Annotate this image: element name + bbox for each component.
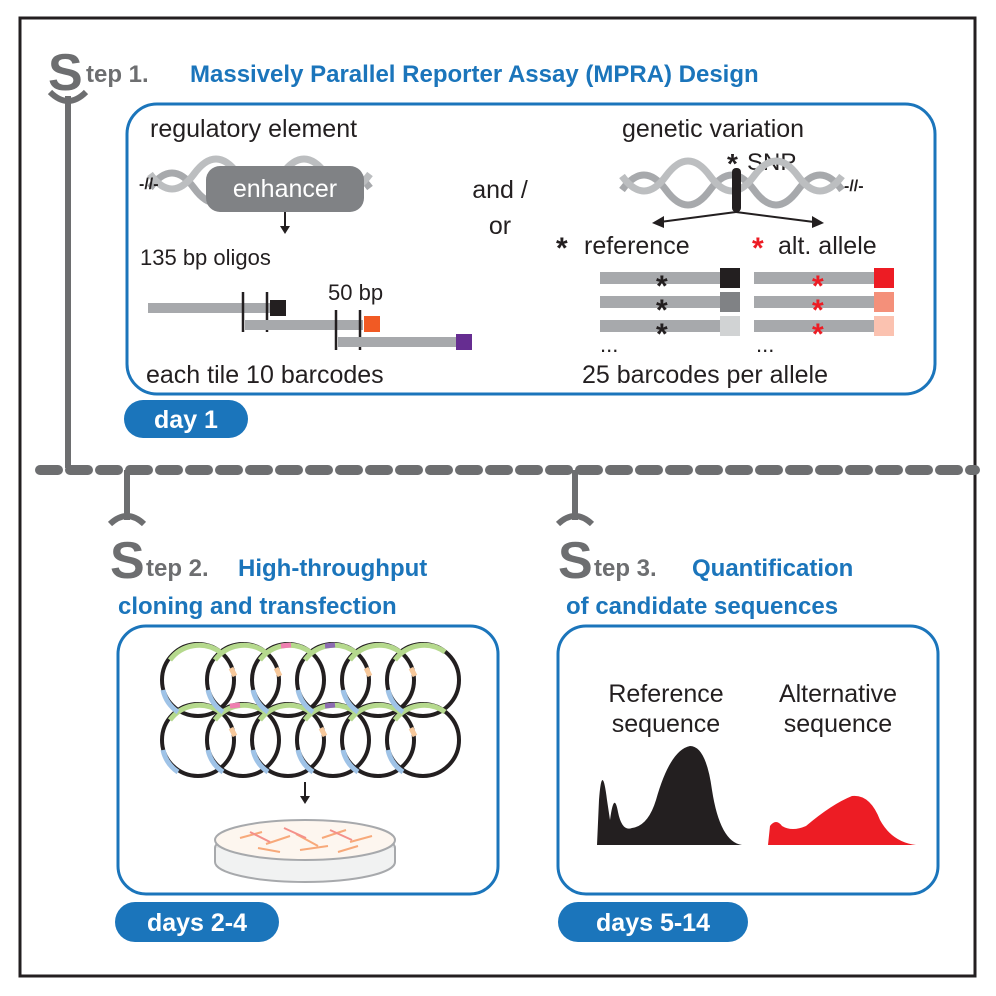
step3-header: S tep 3. Quantification of candidate seq… bbox=[555, 513, 853, 620]
svg-text:*: * bbox=[812, 294, 824, 327]
barcodes-per-allele-label: 25 barcodes per allele bbox=[582, 361, 828, 389]
step3-title-line1: Quantification bbox=[692, 555, 853, 582]
step3-panel bbox=[556, 624, 940, 896]
day1-label: day 1 bbox=[154, 406, 218, 434]
connector-line2: or bbox=[489, 212, 511, 240]
regulatory-element-label: regulatory element bbox=[150, 115, 357, 143]
svg-text:*: * bbox=[812, 270, 824, 303]
oligo-tiles bbox=[148, 292, 472, 350]
reference-sequence-line1: Reference bbox=[608, 680, 723, 708]
step2-title-line2: cloning and transfection bbox=[118, 593, 397, 620]
days2-4-badge bbox=[115, 902, 279, 942]
alt-barcode-bars: * * * bbox=[754, 268, 894, 351]
plasmid-library-icon bbox=[160, 642, 461, 778]
svg-text:-//-: -//- bbox=[139, 176, 159, 193]
step1-header: S tep 1. Massively Parallel Reporter Ass… bbox=[47, 44, 759, 104]
svg-text:*: * bbox=[656, 318, 668, 351]
genetic-variation-label: genetic variation bbox=[622, 115, 804, 143]
outer-frame bbox=[18, 16, 977, 978]
step3-letter: S bbox=[558, 532, 593, 590]
day1-badge bbox=[124, 400, 248, 438]
reference-barcode-bars: * * * bbox=[600, 268, 740, 351]
reference-sequence-line2: sequence bbox=[612, 710, 720, 738]
reference-label: reference bbox=[584, 232, 690, 260]
snp-asterisk-icon: * bbox=[727, 148, 738, 179]
tile-barcodes-label: each tile 10 barcodes bbox=[146, 361, 384, 389]
petri-dish-icon bbox=[214, 819, 396, 883]
step2-header: S tep 2. High-throughput cloning and tra… bbox=[107, 513, 427, 620]
snp-marker bbox=[732, 168, 741, 212]
bp-label: 50 bp bbox=[328, 280, 383, 305]
enhancer-label: enhancer bbox=[233, 175, 337, 203]
step3-hook-icon bbox=[555, 513, 595, 527]
days5-14-badge bbox=[558, 902, 748, 942]
step1-prefix: tep 1. bbox=[86, 61, 149, 88]
alt-asterisk-icon: * bbox=[752, 232, 764, 265]
step3-prefix: tep 3. bbox=[594, 555, 657, 582]
snp-split-arrows-icon bbox=[652, 211, 824, 228]
dna-helix-right-icon: -//- bbox=[619, 157, 864, 209]
step2-title-line1: High-throughput bbox=[238, 555, 427, 582]
alt-ellipsis: ... bbox=[756, 332, 774, 357]
alt-allele-label: alt. allele bbox=[778, 232, 877, 260]
step2-panel bbox=[116, 624, 500, 896]
svg-text:*: * bbox=[812, 318, 824, 351]
enhancer-box bbox=[206, 166, 364, 212]
days5-14-label: days 5-14 bbox=[596, 909, 710, 937]
down-arrow-icon bbox=[300, 782, 310, 804]
alternative-sequence-line2: sequence bbox=[784, 710, 892, 738]
reference-asterisk-icon: * bbox=[556, 232, 568, 265]
step1-panel bbox=[125, 102, 937, 396]
step2-hook-icon bbox=[107, 513, 147, 527]
reference-distribution bbox=[597, 746, 742, 845]
alternative-sequence-line1: Alternative bbox=[779, 680, 897, 708]
svg-text:*: * bbox=[656, 270, 668, 303]
reference-ellipsis: ... bbox=[600, 332, 618, 357]
step2-prefix: tep 2. bbox=[146, 555, 209, 582]
connector-line1: and / bbox=[472, 176, 528, 204]
oligos-label: 135 bp oligos bbox=[140, 245, 271, 270]
svg-text:*: * bbox=[656, 294, 668, 327]
step1-title: Massively Parallel Reporter Assay (MPRA)… bbox=[190, 61, 759, 88]
alternative-distribution bbox=[768, 795, 916, 845]
step3-title-line2: of candidate sequences bbox=[566, 593, 838, 620]
days2-4-label: days 2-4 bbox=[147, 909, 247, 937]
down-arrow-icon bbox=[280, 212, 290, 234]
step2-letter: S bbox=[110, 532, 145, 590]
svg-text:-//-: -//- bbox=[844, 178, 864, 195]
